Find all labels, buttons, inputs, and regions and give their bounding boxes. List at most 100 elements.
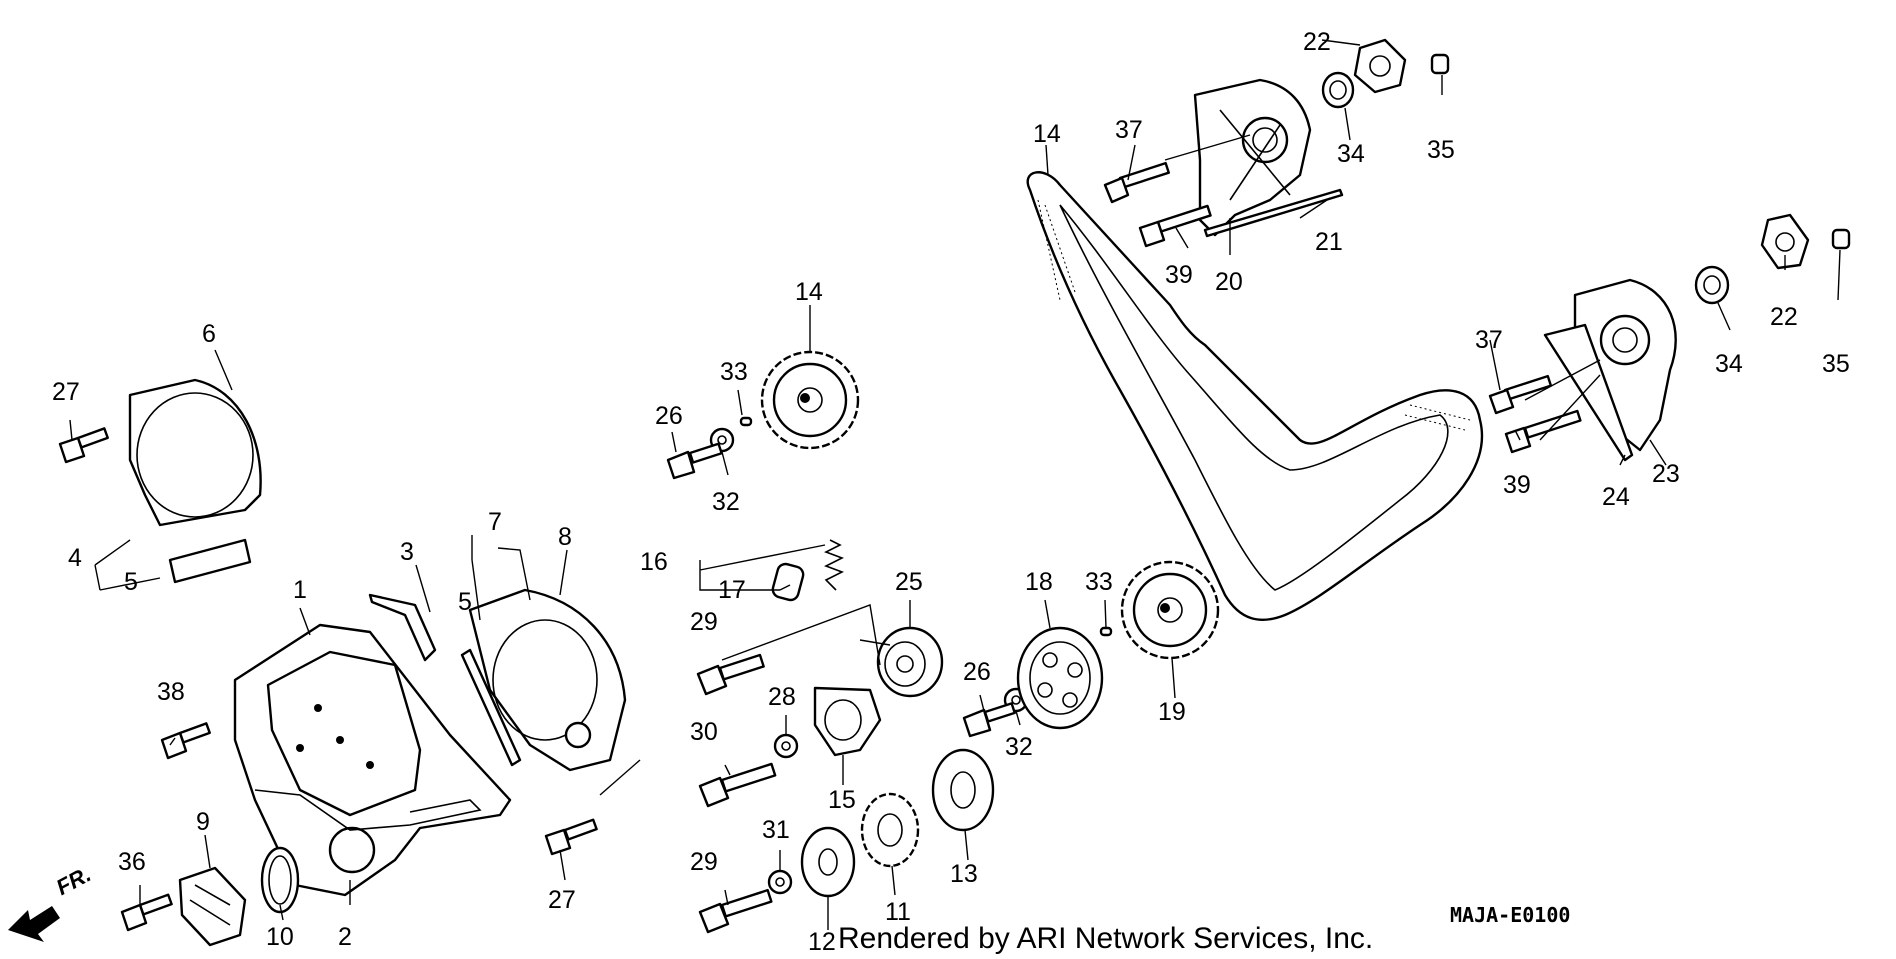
callout-29b: 29 xyxy=(690,848,718,876)
washer-31[interactable] xyxy=(767,869,793,895)
callout-27a: 27 xyxy=(52,378,80,406)
lower-cover-gasket-2[interactable] xyxy=(254,789,482,831)
woodruff-key-lower[interactable] xyxy=(1099,626,1113,637)
upper-front-cover[interactable] xyxy=(128,378,262,527)
callout-26b: 26 xyxy=(963,658,991,686)
callout-32a: 32 xyxy=(712,488,740,516)
callout-6: 6 xyxy=(202,320,216,348)
tensioner-collar[interactable] xyxy=(771,562,805,602)
callout-39a: 39 xyxy=(1165,261,1193,289)
bolt-26-lower[interactable] xyxy=(962,702,1016,738)
callout-2: 2 xyxy=(338,923,352,951)
callout-35b: 35 xyxy=(1822,350,1850,378)
callout-37a: 37 xyxy=(1115,116,1143,144)
callout-22a: 22 xyxy=(1303,28,1331,56)
bearing-holder-right[interactable] xyxy=(1760,213,1810,270)
callout-22b: 22 xyxy=(1770,303,1798,331)
guide-plate-12[interactable] xyxy=(800,826,856,898)
lower-front-cover[interactable] xyxy=(233,623,512,897)
callout-11: 11 xyxy=(885,898,911,926)
bolt-30[interactable] xyxy=(698,762,777,808)
callout-10: 10 xyxy=(266,923,294,951)
bolt-26-upper[interactable] xyxy=(666,442,723,480)
callout-30: 30 xyxy=(690,718,718,746)
diagram-code: MAJA-E0100 xyxy=(1450,903,1571,927)
callout-13: 13 xyxy=(950,860,978,888)
bolt-39-upper[interactable] xyxy=(1138,204,1212,248)
callout-39b: 39 xyxy=(1503,471,1531,499)
callout-21: 21 xyxy=(1315,228,1343,256)
callout-20: 20 xyxy=(1215,268,1243,296)
callout-29a: 29 xyxy=(690,608,718,636)
bolt-38[interactable] xyxy=(160,722,211,760)
bolt-36[interactable] xyxy=(120,893,173,932)
callout-9: 9 xyxy=(196,808,210,836)
callout-18: 16 xyxy=(640,548,668,576)
tensioner-spring[interactable] xyxy=(824,539,844,591)
callout-37b: 37 xyxy=(1475,326,1503,354)
bolt-29-upper[interactable] xyxy=(696,653,765,696)
callout-33b: 33 xyxy=(1085,568,1113,596)
callout-16: 14 xyxy=(1033,120,1061,148)
callout-5b: 5 xyxy=(458,588,472,616)
callout-28: 28 xyxy=(768,683,796,711)
bolt-37-right[interactable] xyxy=(1488,374,1553,415)
oil-seal-upper[interactable] xyxy=(1321,71,1355,109)
callout-36: 36 xyxy=(118,848,146,876)
callout-1: 1 xyxy=(293,576,307,604)
callout-15: 18 xyxy=(1025,568,1053,596)
callout-7: 7 xyxy=(488,508,502,536)
front-arrow-icon xyxy=(8,906,60,942)
woodruff-key-upper[interactable] xyxy=(739,416,753,427)
callout-14a: 14 xyxy=(795,278,823,306)
washer-28[interactable] xyxy=(773,733,799,759)
callout-34b: 34 xyxy=(1715,350,1743,378)
bearing-holder-upper[interactable] xyxy=(1353,38,1407,94)
callout-38: 38 xyxy=(157,678,185,706)
callout-14b: 19 xyxy=(1158,698,1186,726)
callout-19: 17 xyxy=(718,576,746,604)
bolt-29-lower[interactable] xyxy=(698,888,773,934)
collar-right[interactable] xyxy=(1831,228,1851,250)
callout-31: 31 xyxy=(762,816,790,844)
callout-33a: 33 xyxy=(720,358,748,386)
seal-strip-5-upper[interactable] xyxy=(168,538,252,584)
seal-strip-5-middle[interactable] xyxy=(460,648,522,767)
callout-5a: 5 xyxy=(124,568,138,596)
cam-pulley-upper[interactable] xyxy=(760,350,860,450)
callout-35a: 35 xyxy=(1427,136,1455,164)
cover-seal-strip-upper[interactable] xyxy=(1203,188,1344,238)
bolt-27-upper[interactable] xyxy=(58,427,109,464)
collar-upper[interactable] xyxy=(1430,53,1450,75)
callout-26a: 26 xyxy=(655,402,683,430)
cap-seal-ring-10[interactable] xyxy=(260,846,300,914)
inspection-cap-9[interactable] xyxy=(178,866,247,947)
middle-cover[interactable] xyxy=(468,588,627,772)
bolt-27-lower[interactable] xyxy=(544,818,598,856)
timing-pulley-11[interactable] xyxy=(860,792,920,868)
callout-24: 24 xyxy=(1602,483,1630,511)
callout-23: 23 xyxy=(1652,460,1680,488)
callout-12: 12 xyxy=(808,928,836,956)
bolt-39-right[interactable] xyxy=(1504,409,1582,454)
idler-pulley-15[interactable] xyxy=(1016,626,1104,730)
callout-27b: 27 xyxy=(548,886,576,914)
leader-lines xyxy=(69,39,1841,930)
seal-strip-3[interactable] xyxy=(368,593,437,662)
cover-seal-strip-right[interactable] xyxy=(1543,323,1634,462)
bolt-37-upper[interactable] xyxy=(1103,161,1170,204)
crank-pulley-13[interactable] xyxy=(931,748,995,832)
tensioner-arm-17[interactable] xyxy=(813,686,882,757)
rear-back-cover-right[interactable] xyxy=(1573,278,1677,452)
tensioner-pulley-25[interactable] xyxy=(876,626,944,698)
callout-3: 3 xyxy=(400,538,414,566)
cam-pulley-lower[interactable] xyxy=(1120,560,1220,660)
oil-seal-right[interactable] xyxy=(1694,265,1730,305)
callout-25: 25 xyxy=(895,568,923,596)
callout-34a: 34 xyxy=(1337,140,1365,168)
footer-credit: Rendered by ARI Network Services, Inc. xyxy=(838,922,1374,955)
timing-belt[interactable] xyxy=(1026,171,1484,622)
upper-back-cover-left[interactable] xyxy=(1193,78,1312,237)
callout-labels: 22 35 34 14 37 39 20 21 22 35 34 37 39 2… xyxy=(52,28,1850,956)
